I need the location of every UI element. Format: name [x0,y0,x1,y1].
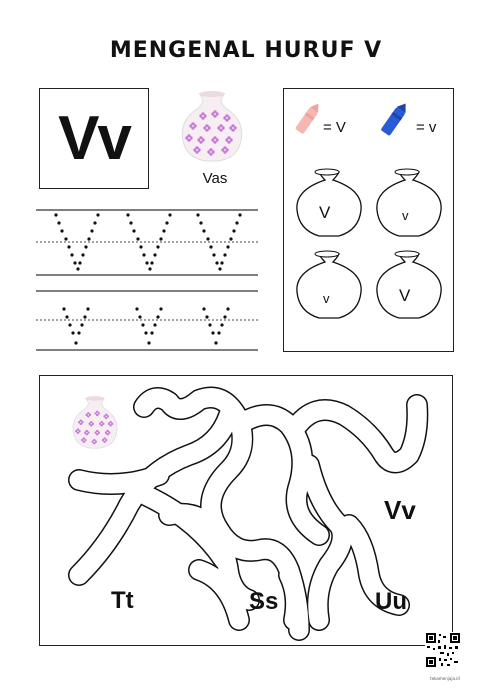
letter-card: Vv [39,88,149,189]
trace-letter-v-1 [62,307,90,345]
pink-crayon-icon [295,103,319,134]
vase-icon [181,91,243,162]
trace-letter-v-2 [135,307,163,345]
maze-option-3: Uu [375,588,407,615]
vase-word: Vas [202,170,228,187]
maze-option-2: Ss [249,588,279,615]
trace-letter-v-3 [202,307,230,345]
page-title: MENGENAL HURUF V [109,38,383,63]
vase-outlines [296,168,442,319]
vase-outline-3 [296,250,362,319]
vase-outline-1 [296,168,362,237]
maze-target-word: Vv [384,495,416,525]
footer-caption: tekamenjaja.id [430,676,460,681]
vase-letter-1: V [319,203,331,222]
vase-outline-4 [376,250,442,319]
trace-letter-V-1 [54,213,100,271]
vase-letter-3: v [323,291,330,306]
qr-code-icon [425,632,461,668]
vase-outline-2 [376,168,442,237]
maze-start-vase-icon [72,396,118,449]
maze-option-1: Tt [111,587,134,614]
blue-crayon-label: = v [416,119,437,136]
vase-letter-2: v [402,208,409,223]
trace-letter-V-3 [196,213,242,271]
trace-letter-V-2 [126,213,172,271]
maze-paths [68,386,429,641]
maze-box [39,375,453,646]
coloring-box [283,88,454,352]
blue-crayon-icon [381,103,406,136]
vase-letter-4: V [399,286,411,305]
tracing-area [36,209,258,351]
pink-crayon-label: = V [323,119,346,136]
